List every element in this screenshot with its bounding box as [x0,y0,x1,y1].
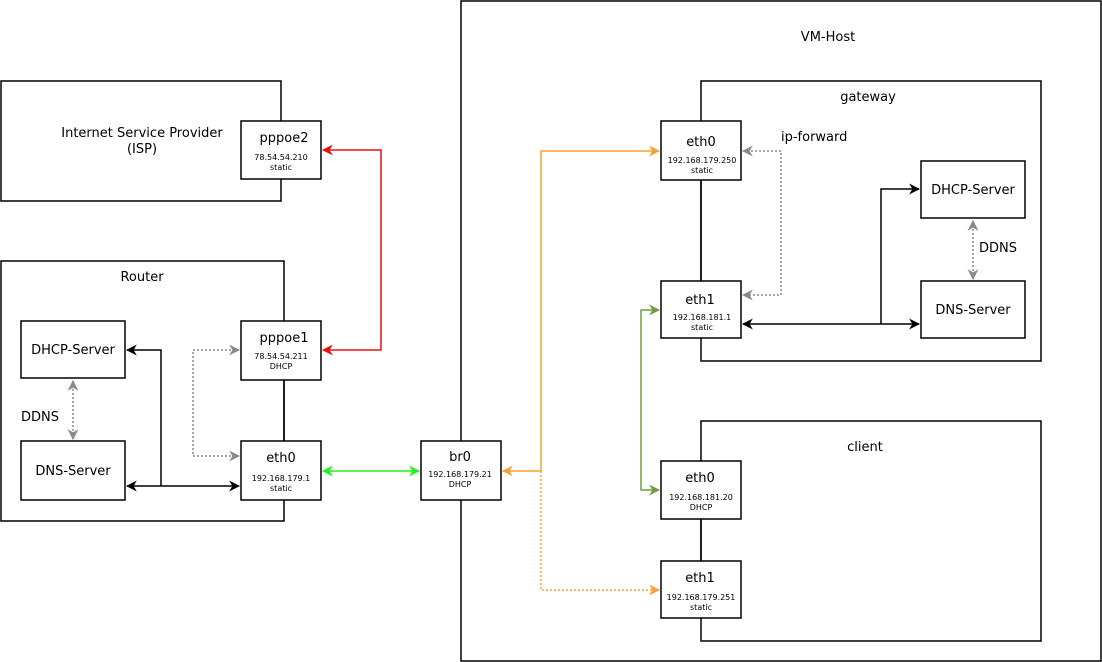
isp-pppoe2-ip: 78.54.54.210 [254,153,307,162]
router-dns-node[interactable]: DNS-Server [20,440,126,501]
client-eth0-mode: DHCP [690,503,713,512]
br0-node[interactable]: br0 192.168.179.21 DHCP [420,440,502,501]
client-eth1-ip: 192.168.179.251 [667,593,736,602]
router-dhcp-edge [125,344,162,486]
isp-pppoe2-name: pppoe2 [260,131,309,146]
isp-pppoe2-node[interactable]: pppoe2 78.54.54.210 static [240,120,322,180]
ip-forward-label: ip-forward [781,130,847,145]
br0-client-eth1-edge [540,471,661,596]
gw-eth1-client-eth0-edge [640,304,661,496]
gw-dns-name: DNS-Server [935,303,1011,318]
gw-eth1-ip: 192.168.181.1 [673,313,732,322]
router-pppoe1-name: pppoe1 [260,331,309,346]
gw-dhcp-node[interactable]: DHCP-Server [920,160,1026,219]
gateway-title: gateway [840,90,896,105]
router-dns-name: DNS-Server [35,464,111,479]
br0-mode: DHCP [449,480,472,489]
router-eth0-name: eth0 [266,451,296,466]
client-title: client [847,440,883,455]
gw-eth0-mode: static [691,166,713,175]
br0-ip: 192.168.179.21 [428,470,492,479]
router-dhcp-node[interactable]: DHCP-Server [20,320,126,379]
router-eth0-node[interactable]: eth0 192.168.179.1 static [240,440,322,501]
router-ddns-label: DDNS [21,410,59,425]
isp-pppoe2-mode: static [270,163,292,172]
gw-eth1-node[interactable]: eth1 192.168.181.1 static [660,280,742,339]
router-eth0-ip: 192.168.179.1 [252,474,311,483]
client-eth1-mode: static [690,603,712,612]
br0-gw-eth0-edge [501,145,661,477]
isp-title-line2: (ISP) [127,142,157,157]
router-title: Router [120,270,164,285]
router-pppoe1-mode: DHCP [270,362,293,371]
gw-dns-node[interactable]: DNS-Server [920,280,1026,339]
gw-dhcp-edge [880,183,921,324]
isp-title-line1: Internet Service Provider [61,126,223,141]
gw-ddns-label: DDNS [979,241,1017,256]
gw-eth1-mode: static [691,323,713,332]
ip-forward-edge [741,145,782,301]
pppoe-link-edge [321,144,382,356]
client-eth0-node[interactable]: eth0 192.168.181.20 DHCP [660,460,742,520]
gw-eth0-ip: 192.168.179.250 [668,156,737,165]
client-eth1-name: eth1 [685,571,715,586]
gw-eth0-node[interactable]: eth0 192.168.179.250 static [660,120,742,181]
client-eth0-name: eth0 [685,471,715,486]
router-eth0-mode: static [270,484,292,493]
gw-eth1-name: eth1 [685,293,715,308]
br0-name: br0 [449,450,471,465]
router-pppoe1-ip: 78.54.54.211 [254,352,307,361]
client-eth1-node[interactable]: eth1 192.168.179.251 static [660,560,742,619]
gw-dhcp-name: DHCP-Server [931,183,1015,198]
gw-eth0-name: eth0 [686,135,716,150]
isp-container: Internet Service Provider (ISP) [0,80,282,202]
router-dhcp-name: DHCP-Server [31,343,115,358]
vmhost-title: VM-Host [801,30,855,45]
router-pppoe1-node[interactable]: pppoe1 78.54.54.211 DHCP [240,320,322,381]
client-eth0-ip: 192.168.181.20 [669,493,733,502]
client-container: client [700,420,1042,642]
